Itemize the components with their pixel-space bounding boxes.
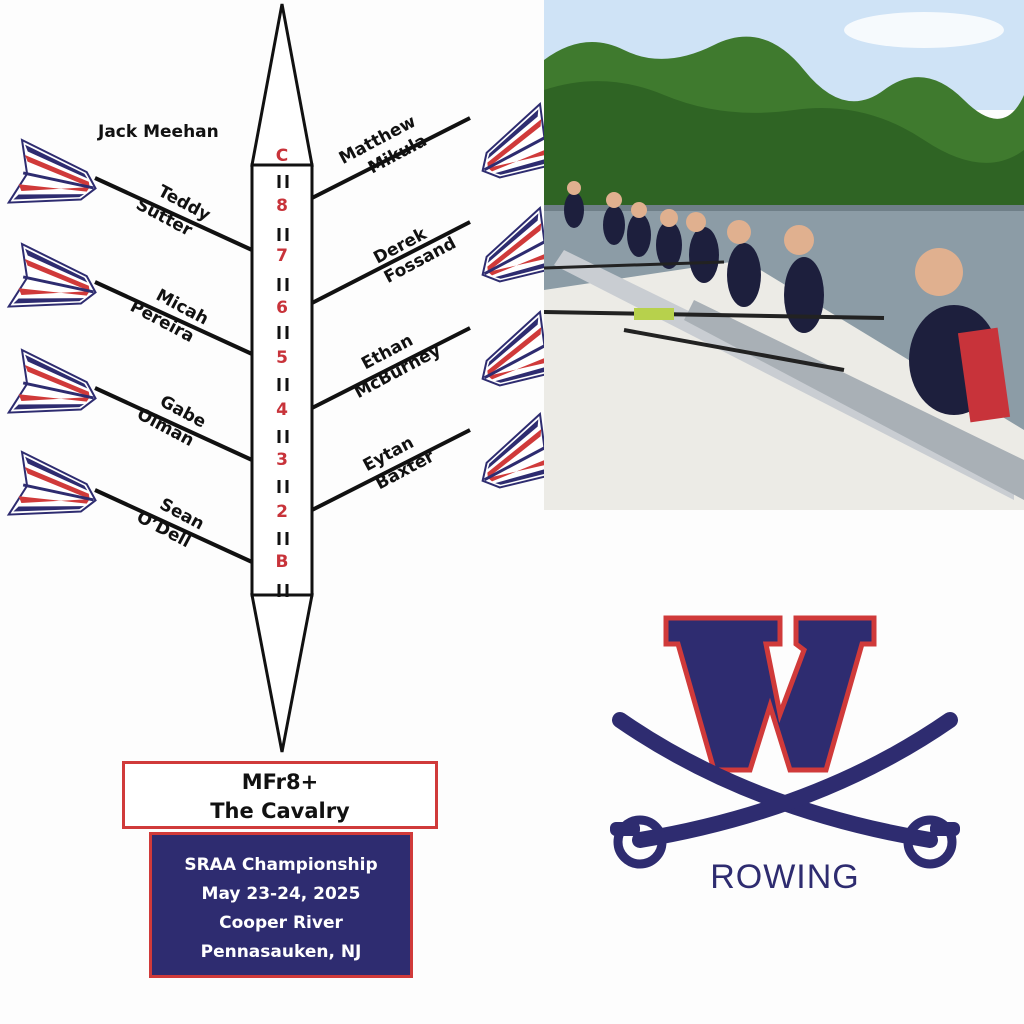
seat-markers [277,175,289,597]
event-title: SRAA Championship [184,855,378,875]
oar-blade-icon [7,450,104,534]
boat-name: The Cavalry [210,799,350,823]
boat-bow-point [250,3,314,167]
seat-label-4: 4 [276,400,288,420]
oar-seat4 [311,326,471,410]
logo-word: ROWING [710,858,860,896]
oar-blade-icon [7,348,104,432]
team-logo: ROWING [600,610,970,910]
boat-stern-point [250,593,314,753]
rowing-crew-photo [544,0,1024,510]
oar-seat6 [311,220,471,305]
oar-seat5 [94,280,253,356]
coxswain-name: Jack Meehan [98,122,219,142]
seat-label-7: 7 [276,246,288,266]
event-venue: Cooper River [219,913,343,933]
seat-label-6: 6 [276,298,288,318]
oar-seat7 [94,176,253,252]
boat-name-box: MFr8+ The Cavalry [122,761,438,829]
oar-seat2 [311,428,471,512]
oar-blade-icon [7,242,104,326]
oar-bow [94,488,253,564]
boat-hull [250,163,314,597]
event-dates: May 23-24, 2025 [201,884,361,904]
logo-letter-w [663,615,877,773]
seat-label-8: 8 [276,196,288,216]
seat-label-bow: B [275,552,289,572]
oar-blade-icon [7,138,104,222]
event-info-box: SRAA Championship May 23-24, 2025 Cooper… [149,832,413,978]
boat-event-code: MFr8+ [241,770,319,794]
oar-seat3 [94,386,253,462]
crossed-sabers-icon [610,712,960,869]
seat-label-2: 2 [276,502,288,522]
seat-label-cox: C [275,146,289,166]
seat-label-3: 3 [276,450,288,470]
event-location: Pennasauken, NJ [200,942,362,962]
oar-seat8 [311,116,471,200]
seat-label-5: 5 [276,348,288,368]
